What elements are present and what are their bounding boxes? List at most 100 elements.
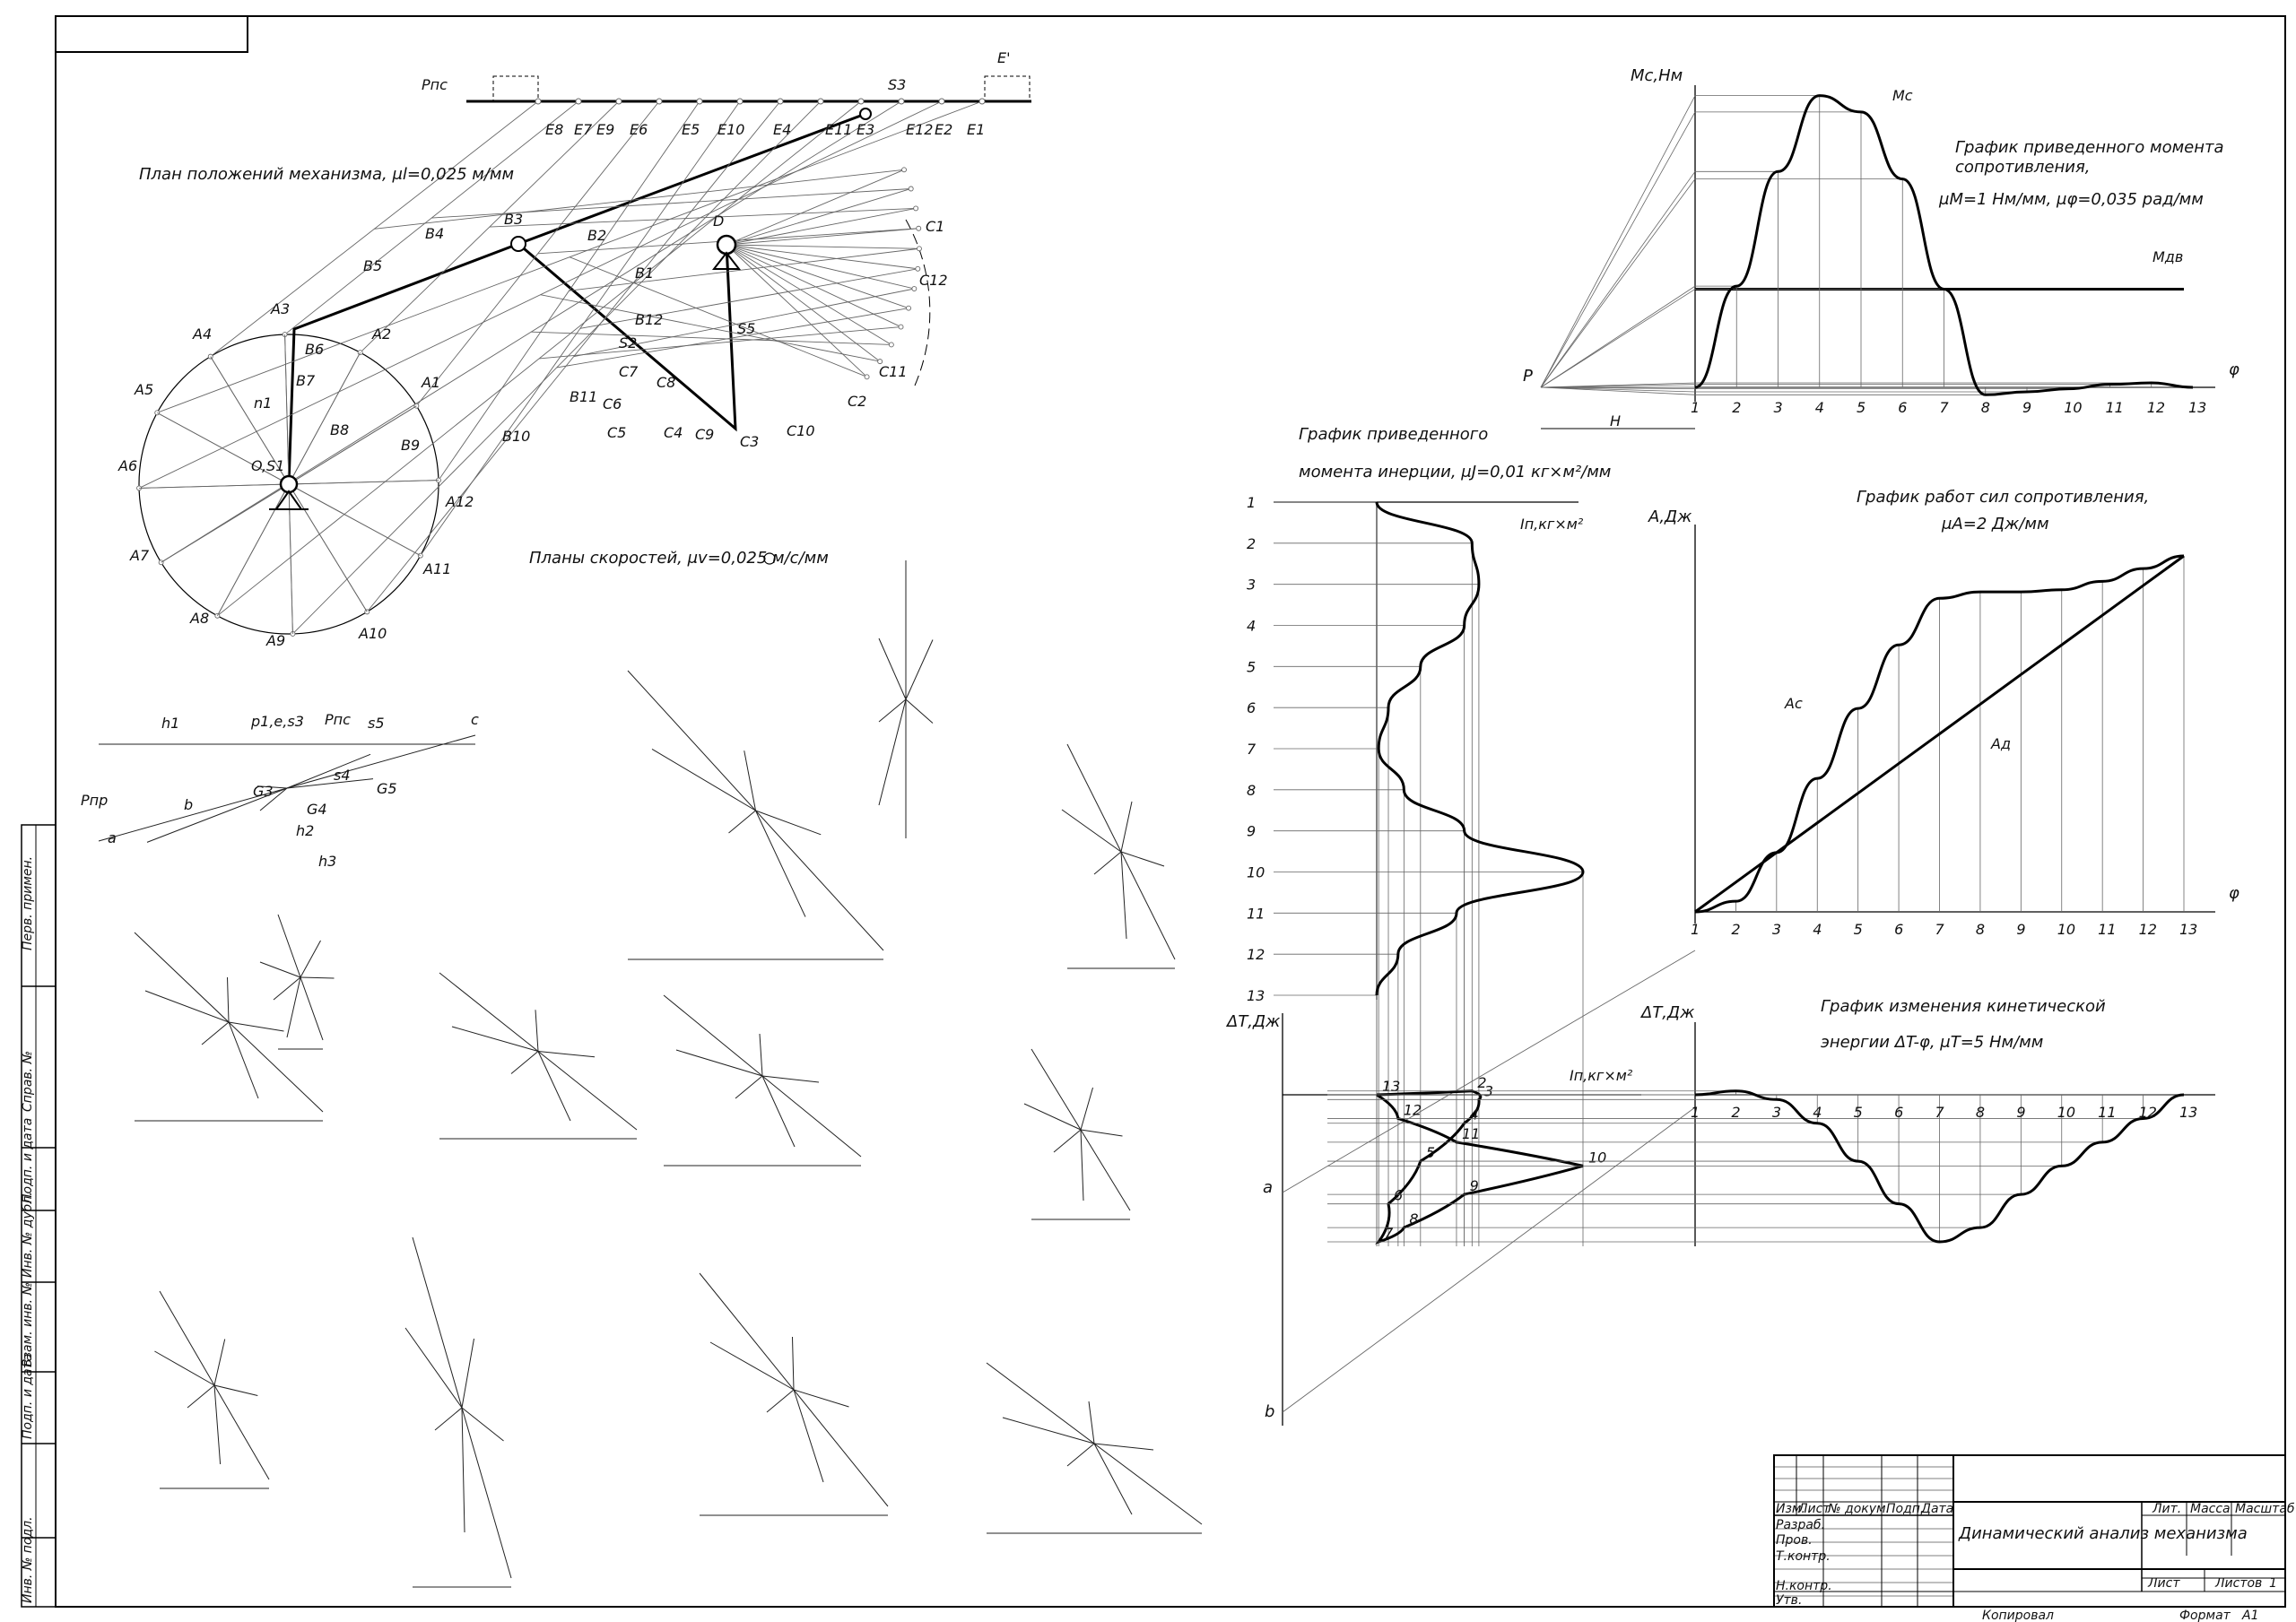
velocity-vector [228,1021,259,1099]
velocity-plan-label: c [471,711,479,728]
sheet-label: Лист [2147,1576,2180,1591]
slider-label: E11 [825,121,852,138]
col-label-date: Дата [1920,1502,1953,1516]
position-point [911,286,918,291]
velocity-vector [878,698,907,806]
work-y-label: А,Дж [1648,507,1692,526]
joint-d [716,234,737,256]
connecting-line [531,331,891,345]
connecting-line [569,256,867,377]
rocker-line [726,244,909,309]
velocity-vector [1120,801,1133,853]
position-point [915,265,921,272]
moment-mdv-label: Мдв [2152,248,2183,265]
velocity-vector [761,1075,796,1148]
mechanism-point-label: A9 [265,632,285,649]
row-label-tkontr: Т.контр. [1776,1549,1831,1564]
velocity-vector [451,1026,539,1052]
mechanism-point-label: B10 [502,428,530,445]
position-point [888,342,894,348]
velocity-vector [793,1389,849,1408]
wittenbauer-dt-label: ΔТ,Дж [1225,1012,1281,1031]
velocity-vector [273,976,301,1001]
support-d [711,251,742,270]
velocity-plan-label: Pпс [325,711,351,728]
inertia-curve [1375,501,1585,996]
velocity-vector [213,1339,226,1386]
velocity-vector [434,1407,463,1431]
energy-x-tick: 12 [2139,1104,2157,1121]
slider-point [575,98,582,105]
side-stamp-text-5: Подп. и дата [21,1354,35,1439]
col-label-list: Лист [1797,1502,1831,1516]
coupler-line [157,100,983,413]
work-x-label: φ [2229,884,2239,903]
velocity-plan-label: h1 [161,715,179,732]
moment-ray [1540,386,1696,393]
slider-point [777,98,784,105]
velocity-vector [1093,1443,1154,1451]
moment-x-tick: 13 [2188,399,2206,416]
energy-mass-point-label: 1 [1382,1078,1391,1095]
row-label-razrab: Разраб. [1776,1518,1825,1532]
velocity-vector [1093,1443,1133,1515]
energy-mass-point-label: 5 [1426,1144,1435,1161]
velocity-vector [709,1341,795,1391]
moment-x-tick: 9 [2022,399,2031,416]
moment-title-1: График приведенного момента [1955,138,2224,157]
velocity-vector [227,976,230,1023]
inertia-phi-tick: 10 [1247,864,1265,881]
inertia-phi-tick: 11 [1247,905,1265,922]
slider-label: E12 [906,121,933,138]
mechanism-point-label: C4 [664,424,683,441]
velocity-vector [793,1389,824,1483]
velocity-vector [257,785,288,789]
slider-label: Pпс [422,76,448,93]
joint-b3 [510,236,526,252]
format-label: Формат [2179,1609,2231,1622]
velocity-vector [300,976,335,979]
moment-h-label: Н [1610,412,1621,429]
mechanism-point-label: A6 [117,457,137,474]
moment-x-tick: 1 [1691,399,1700,416]
energy-x-tick: 11 [2098,1104,2116,1121]
moment-x-tick: 6 [1898,399,1907,416]
energy-x-tick: 7 [1935,1104,1945,1121]
slider-point [736,98,744,105]
mechanism-point-label: S2 [619,334,637,351]
mechanism-point-label: A3 [270,300,290,317]
mechanism-point-label: B4 [425,225,444,242]
drawing-frame [21,15,2286,1608]
connecting-line [539,326,901,360]
mechanism-point-label: C5 [607,424,626,441]
side-stamp-text-6: Инв. № подл. [21,1516,35,1603]
velocity-vector [759,1033,763,1077]
mechanism-point-label: A11 [422,560,451,577]
velocity-plan-vectors [98,560,1203,1588]
energy-mass-point-label: 4 [1470,1106,1479,1123]
mechanism-point-label: B11 [570,388,597,405]
velocity-vector [755,810,822,836]
work-curve-ad [1694,554,2185,914]
inertia-title-2: момента инерции, μJ=0,01 кг×м²/мм [1299,463,1611,481]
slider-label: E5 [682,121,700,138]
velocity-vector [213,1384,258,1396]
velocity-vector [146,787,288,843]
work-chart-gridlines [1735,556,2185,912]
velocity-vector [744,750,756,811]
slider-point [615,98,622,105]
energy-x-tick: 6 [1894,1104,1903,1121]
energy-chart-gridlines [1327,1090,2184,1243]
connecting-line [569,247,920,291]
inertia-axis-label: Iп,кг×м² [1520,516,1584,533]
moment-x-tick: 7 [1940,399,1950,416]
energy-x-tick: 2 [1731,1104,1740,1121]
energy-mass-point-label: 7 [1384,1225,1394,1242]
velocity-vector [1002,1417,1095,1444]
